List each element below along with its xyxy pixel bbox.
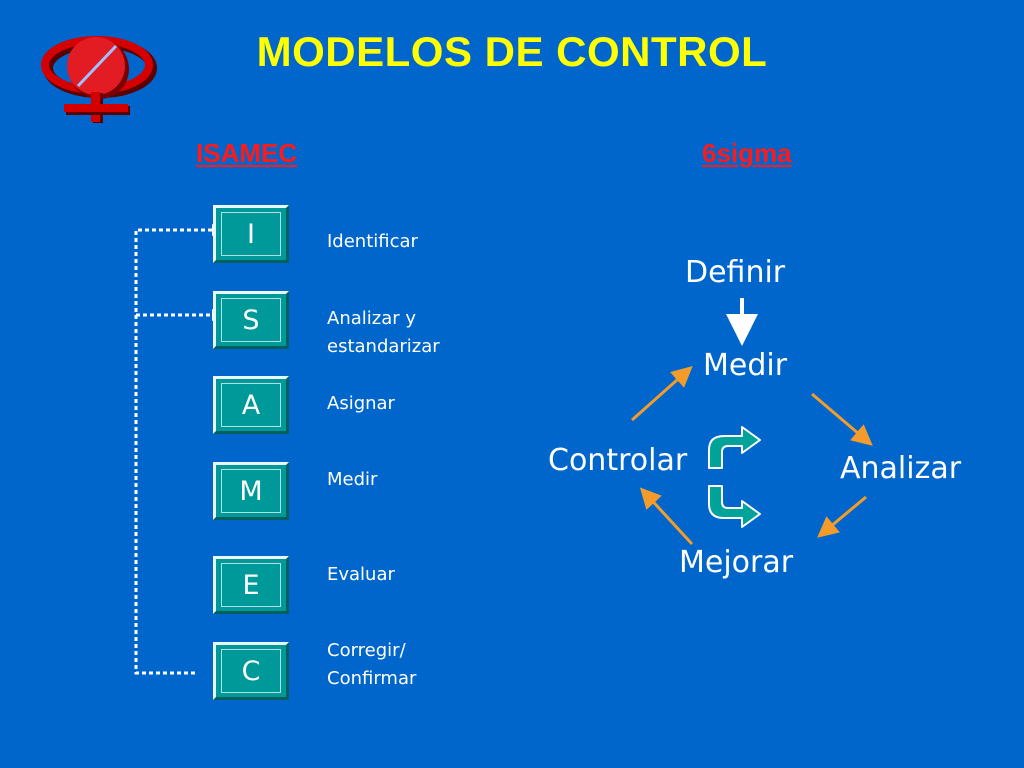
six-sigma-arrows bbox=[631, 298, 873, 546]
isamec-box-i: I bbox=[213, 205, 289, 263]
isamec-step-label: Analizar y estandarizar bbox=[327, 308, 440, 357]
isamec-letter: C bbox=[221, 649, 281, 693]
curved-cycle-arrows-icon bbox=[708, 426, 761, 528]
medir-to-analizar-arrow bbox=[811, 392, 873, 446]
isamec-box-e: E bbox=[213, 556, 289, 614]
isamec-step-label: Identificar bbox=[327, 231, 418, 252]
analizar-to-mejorar-arrow bbox=[817, 495, 867, 538]
isamec-letter: A bbox=[221, 383, 281, 427]
six-sigma-heading: 6sigma bbox=[702, 138, 792, 168]
node-analizar: Analizar bbox=[840, 451, 962, 486]
isamec-box-a: A bbox=[213, 376, 289, 434]
isamec-box-m: M bbox=[213, 462, 289, 520]
mejorar-to-controlar-arrow bbox=[639, 487, 694, 546]
isamec-letter: S bbox=[221, 298, 281, 342]
node-controlar: Controlar bbox=[548, 443, 688, 478]
node-definir: Definir bbox=[685, 255, 786, 290]
isamec-box-c: C bbox=[213, 642, 289, 700]
isamec-box-s: S bbox=[213, 291, 289, 349]
node-medir: Medir bbox=[703, 348, 788, 383]
isamec-letter: E bbox=[221, 563, 281, 607]
controlar-to-medir-arrow bbox=[631, 366, 693, 422]
isamec-step-label: Corregir/ Confirmar bbox=[327, 640, 417, 689]
dotted-bracket-connector bbox=[134, 224, 222, 675]
isamec-letter: I bbox=[221, 212, 281, 256]
isamec-step-label: Evaluar bbox=[327, 564, 395, 585]
slide-title: MODELOS DE CONTROL bbox=[256, 28, 768, 75]
female-symbol-icon bbox=[41, 36, 157, 123]
isamec-heading: ISAMEC bbox=[196, 138, 298, 168]
isamec-step-label: Medir bbox=[327, 469, 378, 490]
isamec-step-label: Asignar bbox=[327, 393, 395, 414]
node-mejorar: Mejorar bbox=[679, 545, 794, 580]
isamec-letter: M bbox=[221, 469, 281, 513]
